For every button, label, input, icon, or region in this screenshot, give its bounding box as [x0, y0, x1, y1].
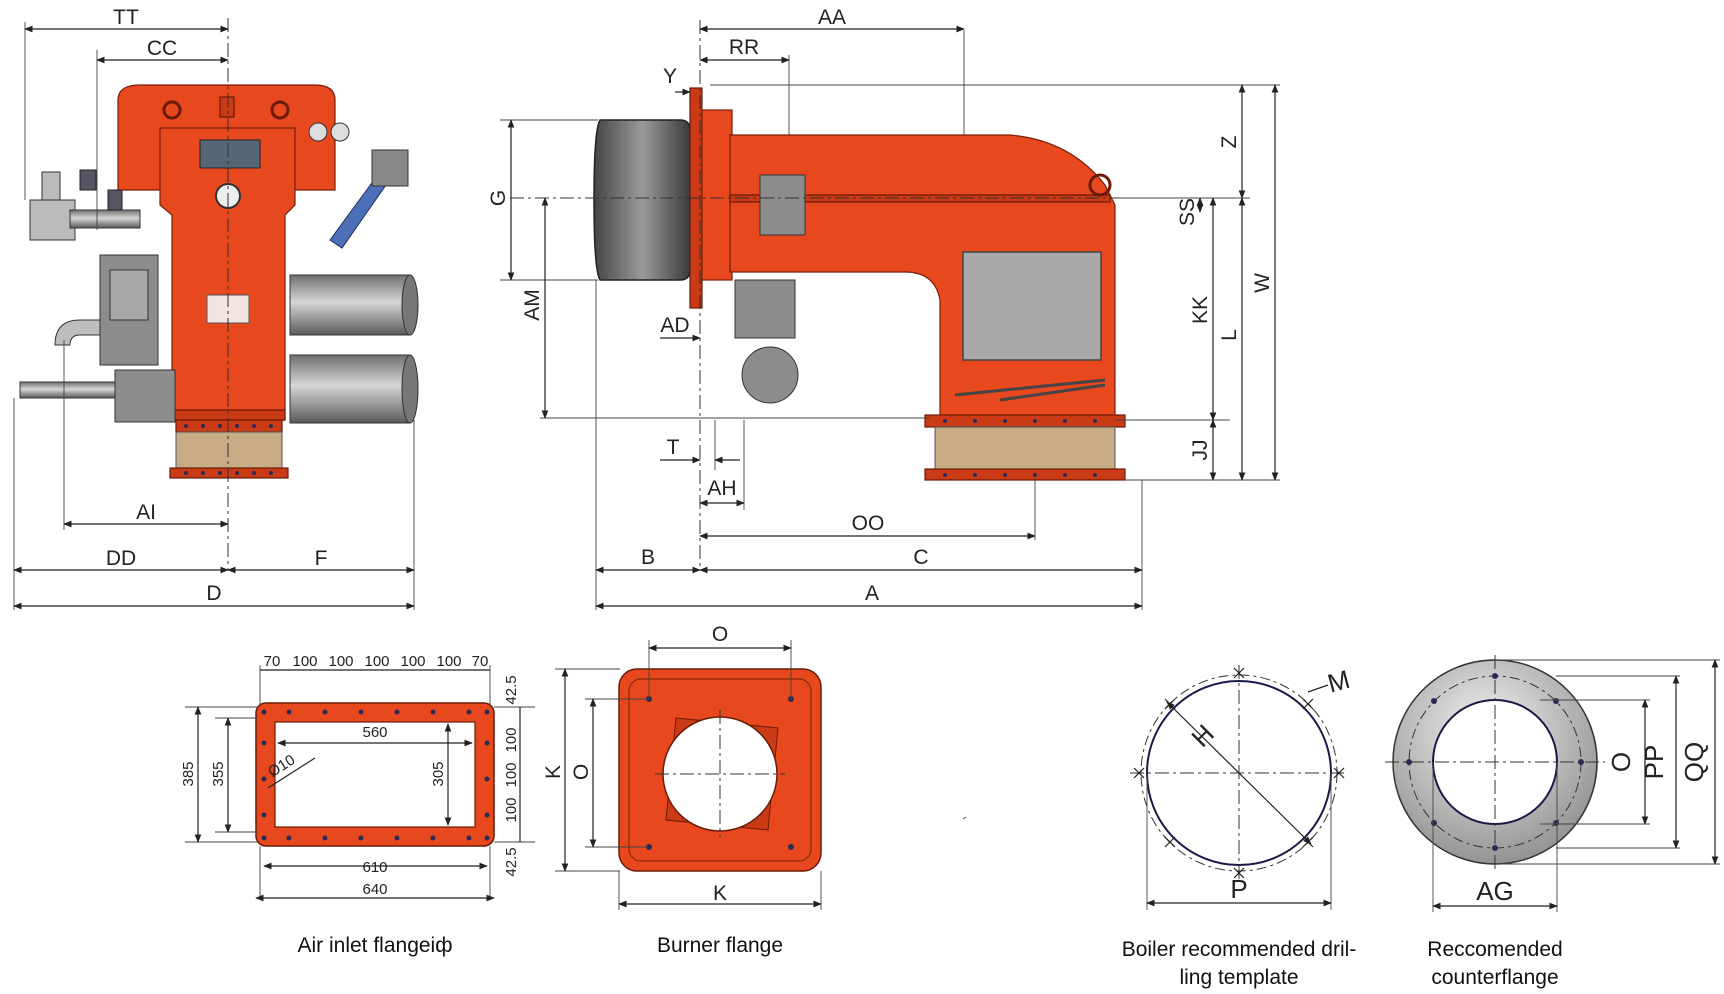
dim-ss: SS — [1176, 198, 1199, 226]
caption-counterflange-line2: counterflange — [1431, 966, 1558, 989]
dim-t: T — [667, 436, 680, 459]
dim-o: O — [1606, 752, 1636, 772]
dim-560: 560 — [362, 724, 387, 741]
dim-p: P — [1230, 874, 1247, 904]
dim-g: G — [487, 190, 510, 206]
dim-qq: QQ — [1679, 742, 1709, 782]
dim-w: W — [1251, 273, 1274, 293]
dim-jj: JJ — [1189, 440, 1212, 461]
dim-pp: PP — [1639, 745, 1669, 780]
spacing-top-0: 70 — [264, 653, 281, 670]
dim-k-bottom: K — [713, 882, 727, 905]
dim-c: C — [913, 546, 928, 569]
dim-385: 385 — [180, 761, 197, 786]
caption-air-inlet-flange: Air inlet flangeiф — [297, 934, 452, 957]
dim-l: L — [1218, 329, 1241, 341]
dim-kk: KK — [1189, 296, 1212, 324]
dim-aa: AA — [818, 6, 846, 29]
dim-dd: DD — [106, 547, 136, 570]
dim-y: Y — [663, 65, 677, 88]
spacing-right-3: 100 — [503, 797, 520, 822]
dim-355: 355 — [210, 761, 227, 786]
caption-counterflange-line1: Reccomended — [1427, 938, 1562, 961]
dim-610: 610 — [362, 859, 387, 876]
caption-boiler-line1: Boiler recommended dril- — [1122, 938, 1357, 961]
dim-ad: AD — [660, 314, 689, 337]
dim-f: F — [315, 547, 328, 570]
spacing-right-4: 42.5 — [503, 847, 520, 876]
dim-rr: RR — [729, 36, 759, 59]
dim-o-top: O — [712, 623, 728, 646]
dim-b: B — [641, 546, 655, 569]
burner-flange: O O K K Burner flange — [542, 623, 822, 957]
dim-d: D — [206, 582, 221, 605]
spacing-top-2: 100 — [328, 653, 353, 670]
dim-cc: CC — [147, 37, 177, 60]
dim-ai: AI — [136, 501, 156, 524]
air-inlet-flange: 70 100 100 100 100 100 70 42.5 100 100 1… — [180, 653, 535, 957]
spacing-top-3: 100 — [364, 653, 389, 670]
side-view: AA RR Y G AM AD T AH OO B C A Z SS KK L … — [487, 6, 1280, 610]
spacing-top-5: 100 — [436, 653, 461, 670]
recommended-counterflange: O PP QQ AG Reccomended counterflange — [1385, 655, 1720, 989]
spacing-top-1: 100 — [292, 653, 317, 670]
spacing-top-4: 100 — [400, 653, 425, 670]
boiler-drilling-template: M H P Boiler recommended dril- ling temp… — [1122, 664, 1357, 989]
dim-tt: TT — [113, 6, 139, 29]
dim-o-side: O — [570, 764, 593, 780]
dim-k-side: K — [542, 765, 565, 779]
dim-305: 305 — [430, 761, 447, 786]
spacing-right-2: 100 — [503, 762, 520, 787]
dim-m: M — [1324, 664, 1353, 699]
spacing-right-1: 100 — [503, 727, 520, 752]
dim-640: 640 — [362, 881, 387, 898]
dim-oo: OO — [852, 512, 885, 535]
dim-ah: AH — [707, 477, 736, 500]
caption-burner-flange: Burner flange — [657, 934, 783, 957]
front-view: TT CC AI DD F D — [13, 6, 419, 610]
dim-am: AM — [521, 289, 544, 321]
spacing-top-6: 70 — [472, 653, 489, 670]
dim-a: A — [865, 582, 879, 605]
dim-ag: AG — [1476, 876, 1514, 906]
caption-boiler-line2: ling template — [1179, 966, 1298, 989]
spacing-right-0: 42.5 — [503, 675, 520, 704]
dim-z: Z — [1218, 135, 1241, 148]
